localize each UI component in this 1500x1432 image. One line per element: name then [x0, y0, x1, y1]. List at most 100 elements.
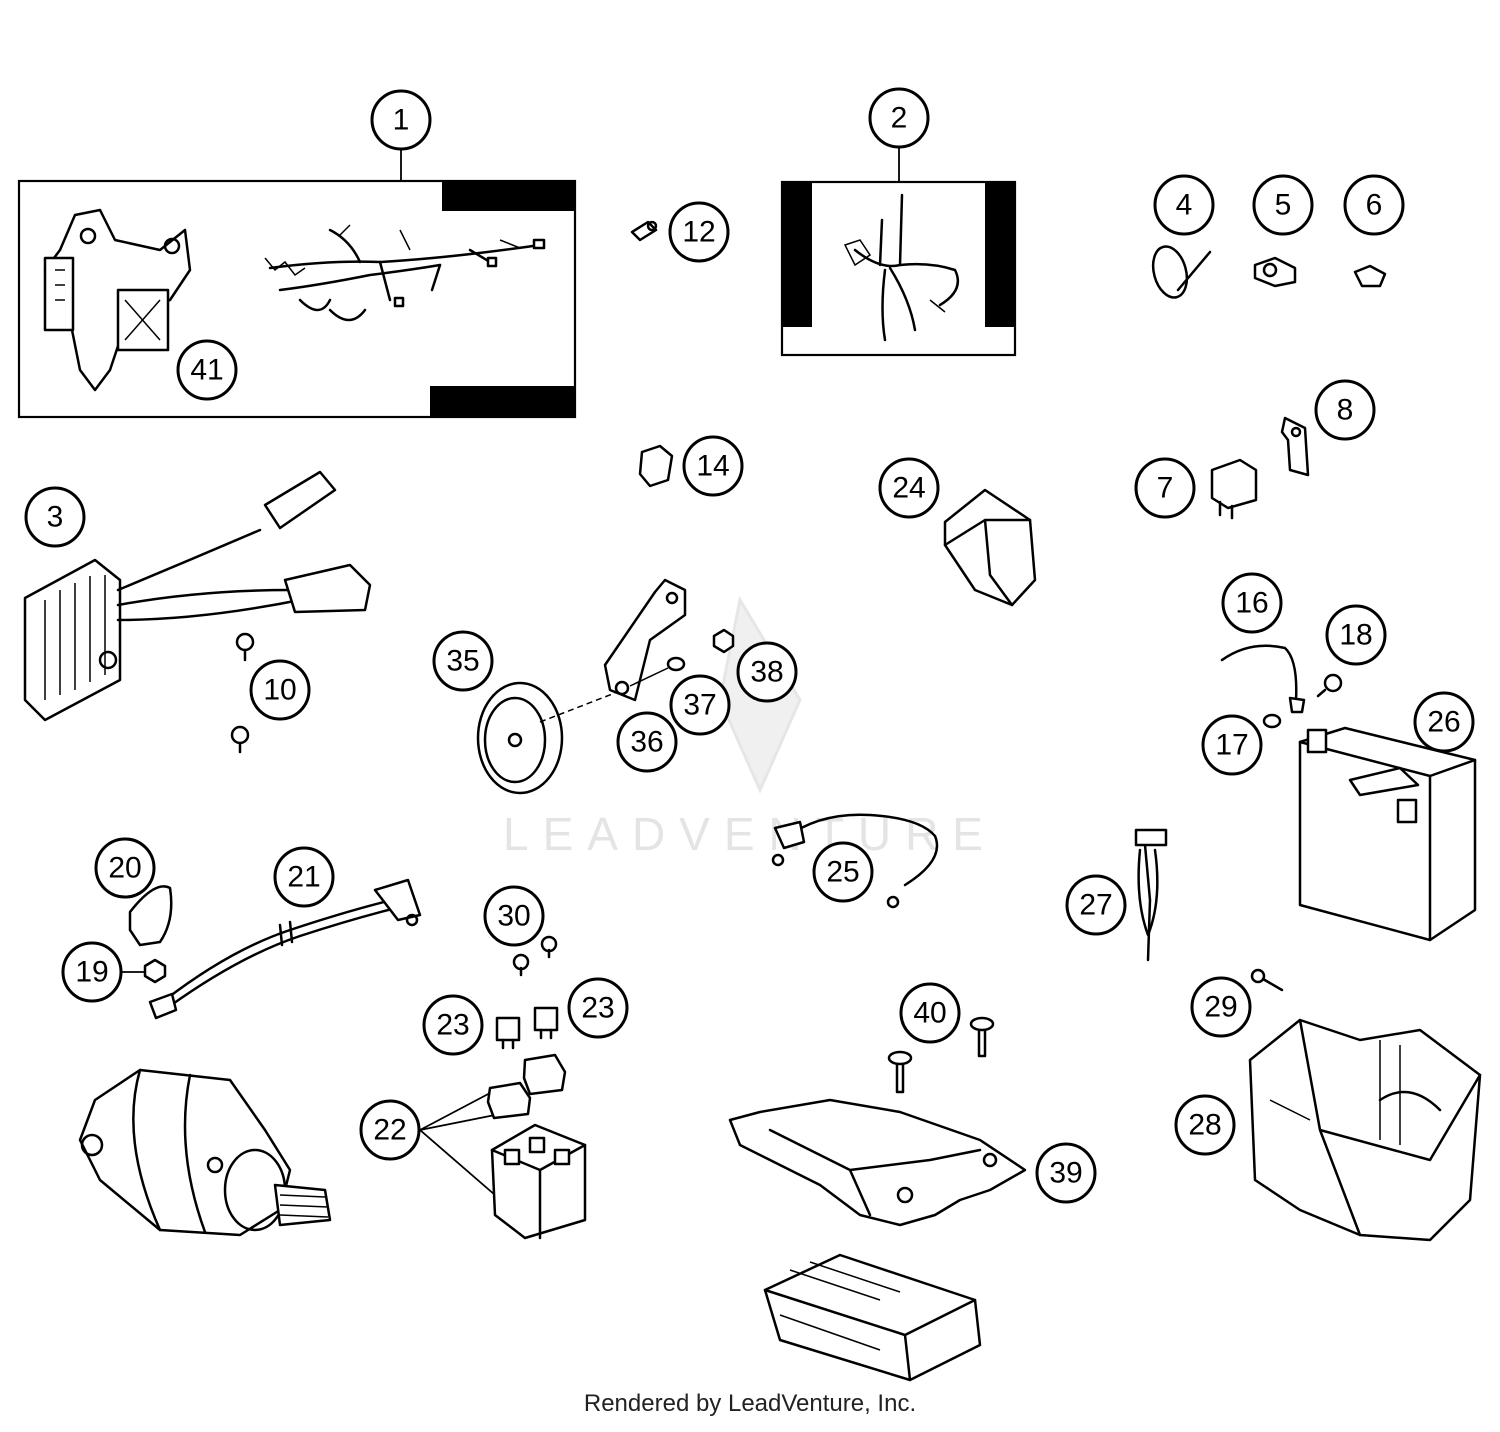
callout-22: 22	[359, 1099, 421, 1161]
cover-39	[728, 1098, 1027, 1227]
svg-text:16: 16	[1235, 587, 1268, 620]
callout-14: 14	[682, 435, 744, 497]
bracket-8	[1280, 416, 1310, 477]
callout-38: 38	[736, 641, 798, 703]
callout-3: 3	[24, 486, 86, 548]
cable-25	[771, 813, 939, 909]
svg-text:39: 39	[1049, 1157, 1082, 1190]
horn-35	[476, 681, 616, 795]
screw-18	[1316, 673, 1343, 698]
svg-text:36: 36	[630, 726, 663, 759]
svg-text:28: 28	[1188, 1109, 1221, 1142]
svg-text:27: 27	[1079, 889, 1112, 922]
nut-19	[143, 958, 167, 984]
cable-21	[148, 878, 422, 1020]
svg-text:24: 24	[892, 472, 925, 505]
connector-12	[630, 220, 658, 242]
callout-7: 7	[1134, 457, 1196, 519]
svg-text:23: 23	[581, 992, 614, 1025]
callout-40: 40	[899, 982, 961, 1044]
svg-text:38: 38	[750, 656, 783, 689]
fuse-23-right	[533, 1006, 559, 1040]
washer-17	[1262, 713, 1282, 729]
svg-text:30: 30	[497, 900, 530, 933]
svg-text:18: 18	[1339, 619, 1372, 652]
callout-10: 10	[249, 659, 311, 721]
svg-text:17: 17	[1215, 729, 1248, 762]
callout-27: 27	[1065, 874, 1127, 936]
callout-17: 17	[1201, 714, 1263, 776]
screw-30-b	[540, 935, 558, 959]
watermark-text: LEADVENTURE	[503, 808, 997, 860]
module-24	[943, 488, 1037, 607]
screw-30-a	[512, 953, 530, 977]
callout-37: 37	[669, 674, 731, 736]
callout-35: 35	[432, 630, 494, 692]
svg-text:4: 4	[1176, 189, 1193, 222]
callout-29: 29	[1190, 976, 1252, 1038]
socket-14	[638, 444, 674, 488]
battery-26	[1298, 726, 1477, 942]
watermark: LEADVENTURE	[503, 595, 997, 860]
callout-1: 1	[370, 89, 432, 151]
screw-29	[1250, 968, 1284, 992]
callout-39: 39	[1035, 1142, 1097, 1204]
svg-text:29: 29	[1204, 991, 1237, 1024]
battery-box-28	[1248, 1018, 1482, 1242]
clip-5	[1253, 256, 1297, 288]
horn-bracket-36	[603, 578, 687, 702]
cable-16	[1220, 644, 1306, 714]
bolt-10-bottom	[230, 725, 250, 754]
sub-harness-group	[780, 148, 1017, 357]
svg-text:7: 7	[1157, 472, 1174, 505]
callout-41: 41	[176, 339, 238, 401]
svg-text:25: 25	[826, 856, 859, 889]
nut-38	[712, 628, 735, 654]
callout-23-right: 23	[567, 977, 629, 1039]
bolt-10-top	[235, 632, 255, 662]
callout-5: 5	[1252, 174, 1314, 236]
callout-6: 6	[1343, 174, 1405, 236]
cable-tie-4	[1151, 245, 1212, 299]
wiring-harness-group	[17, 148, 577, 419]
callout-28: 28	[1174, 1094, 1236, 1156]
svg-text:20: 20	[108, 852, 141, 885]
callout-16: 16	[1221, 572, 1283, 634]
callout-19: 19	[61, 941, 145, 1003]
svg-text:19: 19	[75, 956, 108, 989]
svg-text:41: 41	[190, 354, 223, 387]
callout-36: 36	[616, 711, 678, 773]
svg-text:6: 6	[1366, 189, 1383, 222]
fuse-23-left	[495, 1016, 521, 1050]
callout-18: 18	[1325, 604, 1387, 666]
strap-27	[1134, 828, 1168, 962]
screw-40-b	[969, 1016, 995, 1058]
svg-text:3: 3	[47, 501, 64, 534]
screw-40-a	[887, 1050, 913, 1094]
callout-26: 26	[1413, 691, 1475, 753]
callout-2: 2	[868, 87, 930, 149]
svg-text:35: 35	[446, 645, 479, 678]
svg-text:26: 26	[1427, 706, 1460, 739]
callout-21: 21	[273, 846, 335, 908]
credit-text: Rendered by LeadVenture, Inc.	[583, 1390, 917, 1417]
svg-text:14: 14	[696, 450, 729, 483]
svg-text:8: 8	[1337, 394, 1354, 427]
svg-text:21: 21	[287, 861, 320, 894]
callout-20: 20	[94, 837, 156, 899]
svg-text:37: 37	[683, 689, 716, 722]
svg-text:23: 23	[436, 1009, 469, 1042]
svg-text:10: 10	[263, 674, 296, 707]
callout-23-left: 23	[422, 994, 484, 1056]
starter-motor	[78, 1068, 332, 1237]
control-unit	[763, 1253, 982, 1382]
svg-text:40: 40	[913, 997, 946, 1030]
callout-4: 4	[1153, 174, 1215, 236]
fuse-box-22	[419, 1053, 587, 1240]
washer-37	[629, 656, 686, 687]
svg-text:22: 22	[373, 1114, 406, 1147]
callout-25: 25	[812, 841, 874, 903]
clip-6	[1353, 264, 1387, 288]
svg-text:2: 2	[891, 102, 908, 135]
